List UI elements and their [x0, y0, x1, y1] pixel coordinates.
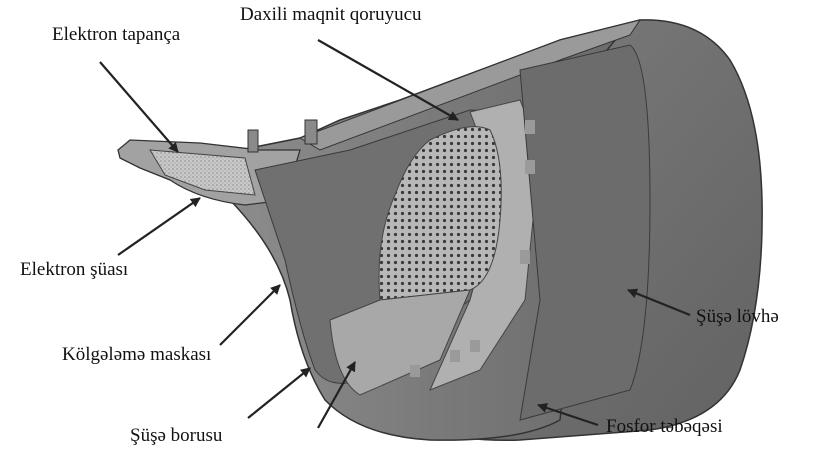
- label-phosphor-layer: Fosfor təbəqəsi: [606, 417, 723, 436]
- label-glass-panel: Şüşə lövhə: [696, 307, 779, 326]
- crt-body: [118, 20, 762, 440]
- label-electron-gun: Elektron tapança: [52, 25, 180, 44]
- label-shadow-mask: Kölgələmə maskası: [62, 345, 211, 364]
- phosphor-panel: [520, 45, 650, 420]
- label-electron-beam: Elektron şüası: [20, 260, 128, 279]
- arrow-glass-tube-1: [248, 368, 310, 418]
- label-inner-magnetic-shield: Daxili maqnit qoruyucu: [240, 5, 422, 24]
- label-glass-tube: Şüşə borusu: [130, 426, 222, 445]
- arrow-electron-gun: [100, 62, 178, 152]
- arrow-electron-beam: [118, 198, 200, 255]
- arrow-shadow-mask: [220, 285, 280, 345]
